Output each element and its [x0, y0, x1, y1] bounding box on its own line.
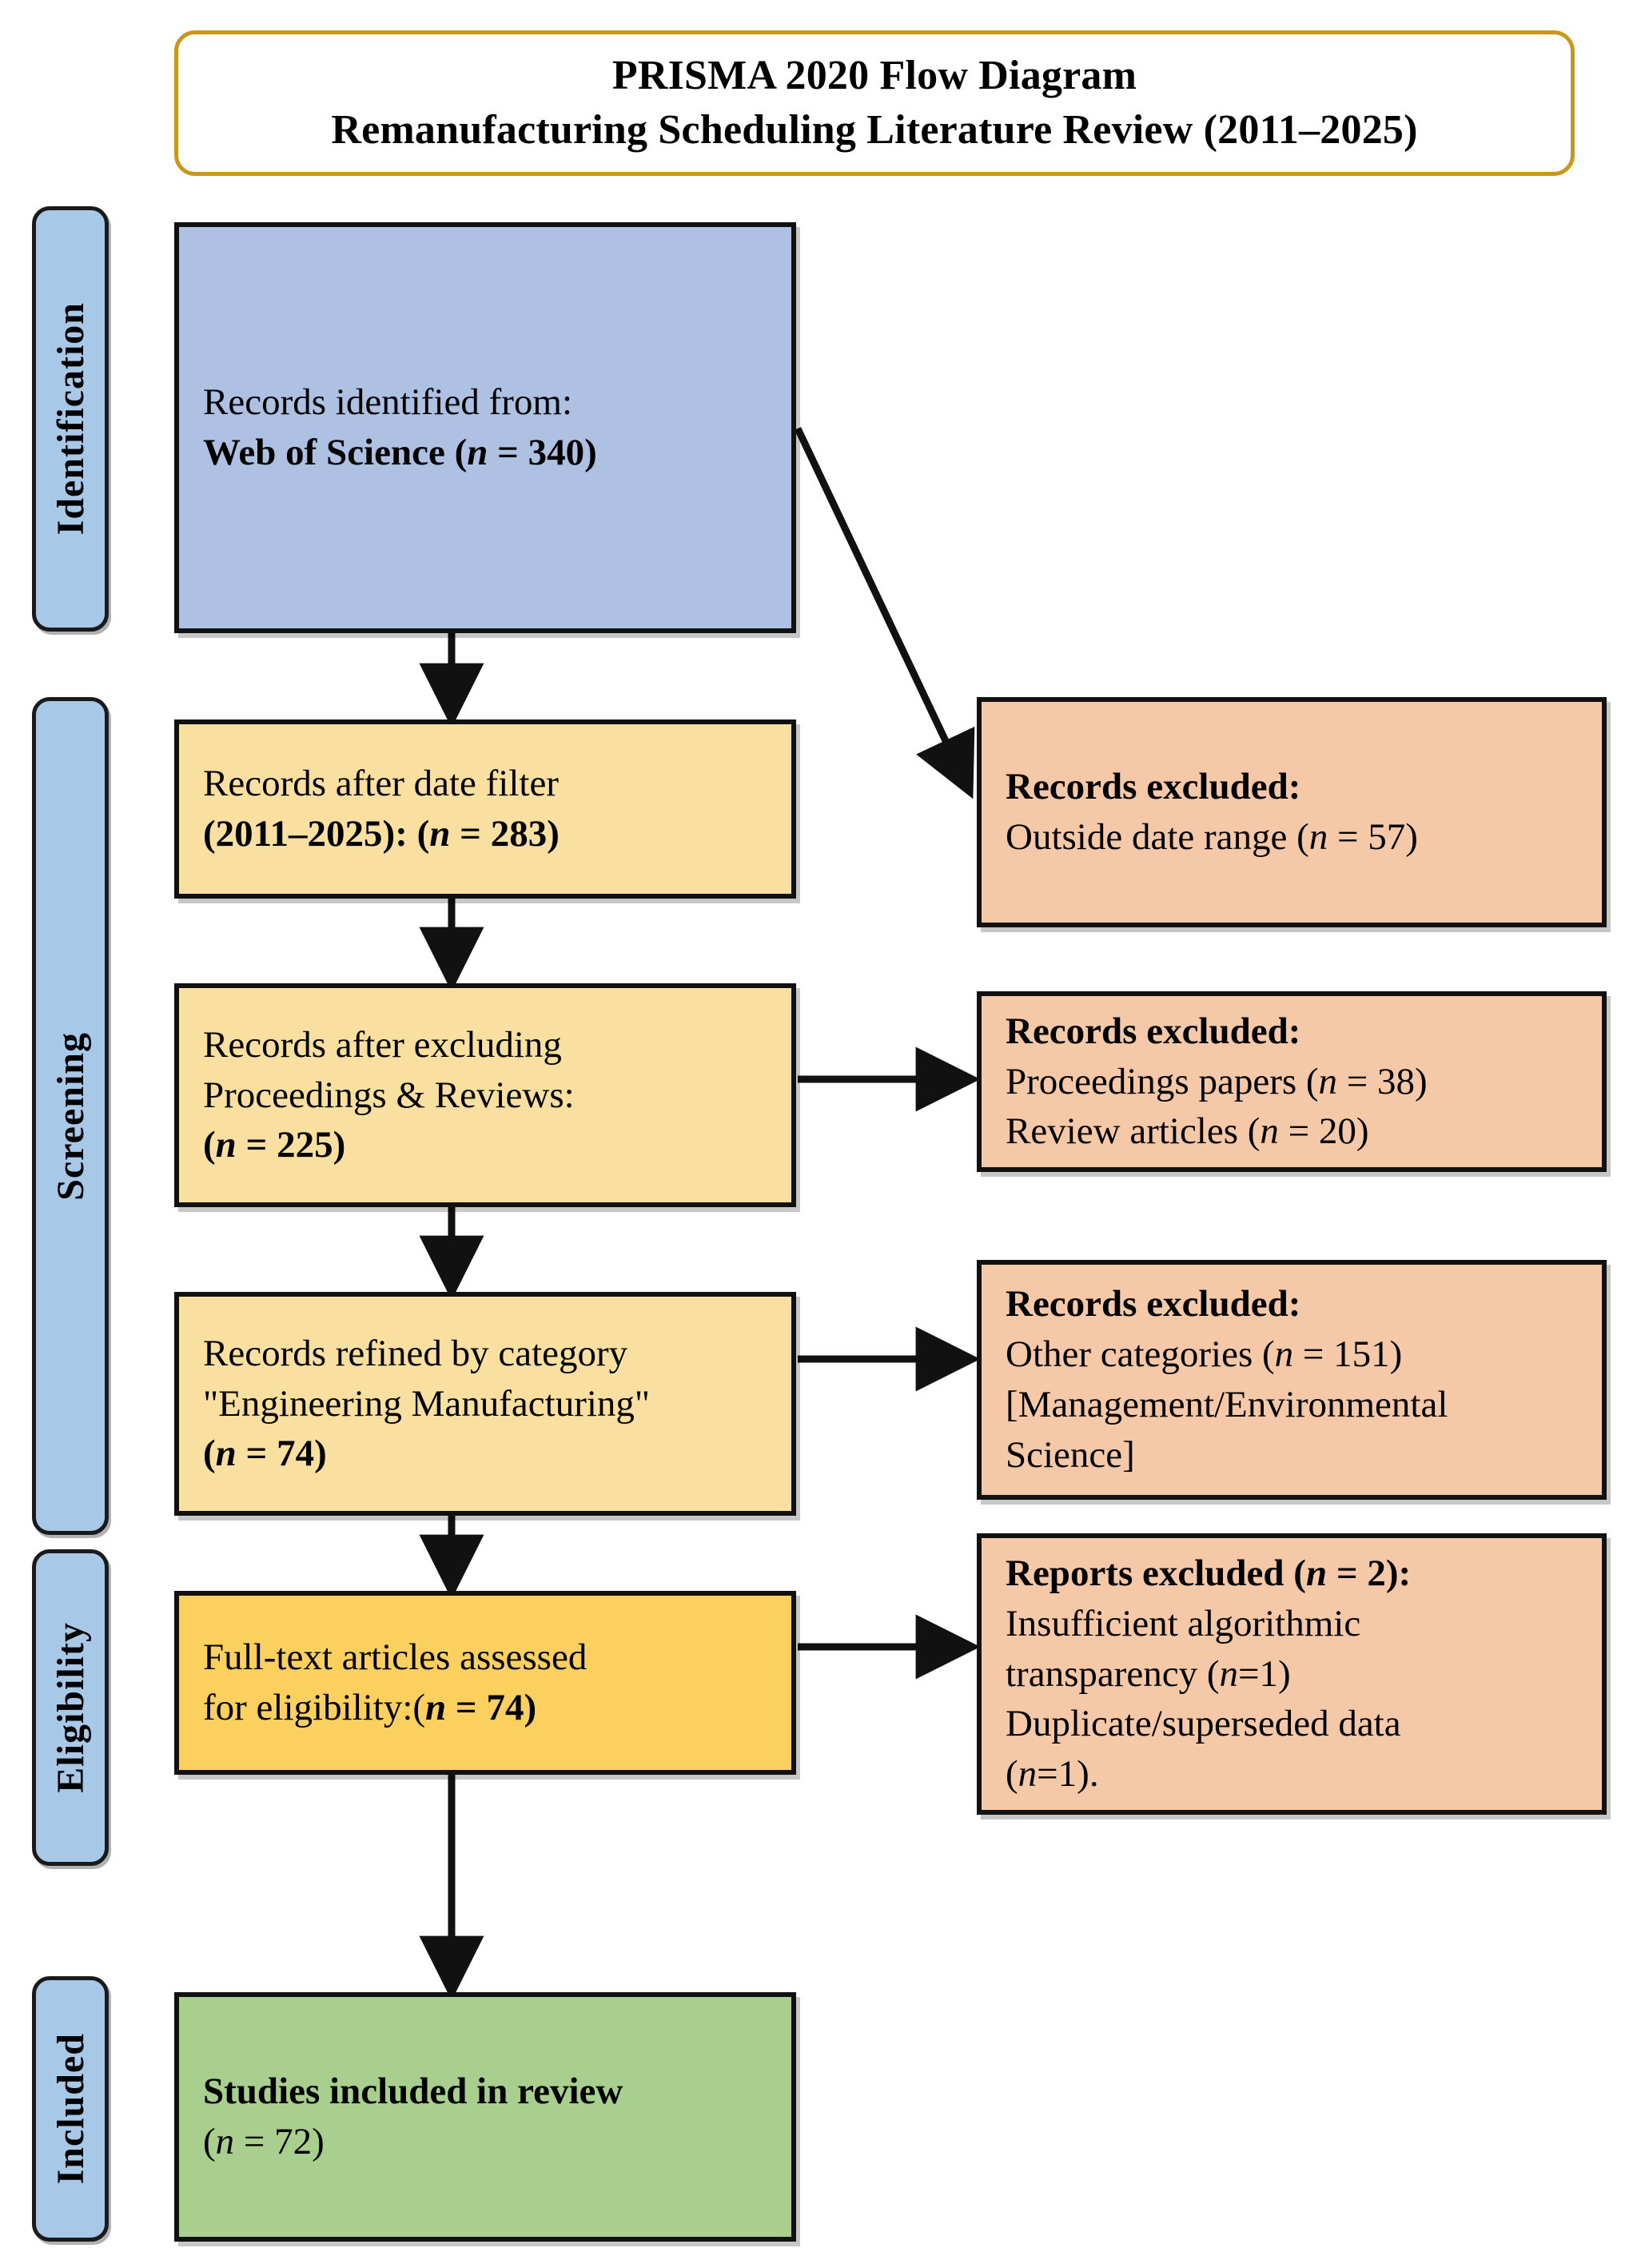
date-filter-line-2: (2011–2025): (n = 283) [203, 813, 560, 855]
title-line-1: PRISMA 2020 Flow Diagram [611, 53, 1137, 99]
reports-excluded-line-2: transparency (n=1) [1006, 1652, 1291, 1695]
date-filter-line-1: Records after date filter [203, 763, 559, 805]
excluded-category-line-1: Other categories (n = 151) [1006, 1333, 1403, 1376]
reports-excluded-heading: Reports excluded (n = 2): [1006, 1552, 1412, 1594]
arrow-identified-to-excluded-date [794, 427, 975, 799]
excluded-types-line-1: Proceedings papers (n = 38) [1006, 1060, 1428, 1102]
reports-excluded-line-4: (n=1). [1006, 1753, 1099, 1796]
excluded-types-line-2: Review articles (n = 20) [1006, 1110, 1369, 1153]
diagram-title-banner: PRISMA 2020 Flow Diagram Remanufacturing… [174, 30, 1575, 176]
stage-tab-included: Included [32, 1976, 109, 2242]
node-studies-included: Studies included in review (n = 72) [174, 1992, 796, 2242]
category-line-1: Records refined by category [203, 1332, 628, 1374]
excl-proc-rev-line-2: Proceedings & Reviews: [203, 1074, 575, 1116]
records-identified-line-1: Records identified from: [203, 381, 573, 424]
stage-label-eligibility: Eligibility [49, 1622, 92, 1793]
excluded-category-line-2: [Management/Environmental [1006, 1384, 1448, 1425]
node-records-identified: Records identified from: Web of Science … [174, 222, 796, 633]
stage-tab-eligibility: Eligibility [32, 1549, 109, 1866]
reports-excluded-line-3: Duplicate/superseded data [1006, 1703, 1401, 1745]
excluded-category-line-3: Science] [1006, 1433, 1135, 1476]
node-records-excluded-other-categories: Records excluded: Other categories (n = … [977, 1260, 1607, 1500]
node-fulltext-assessed: Full-text articles assessed for eligibil… [174, 1591, 796, 1775]
excluded-category-heading: Records excluded: [1006, 1283, 1301, 1325]
stage-tab-identification: Identification [32, 206, 109, 632]
node-records-refined-by-category: Records refined by category "Engineering… [174, 1292, 796, 1516]
node-records-after-excluding-proceedings-reviews: Records after excluding Proceedings & Re… [174, 983, 796, 1207]
reports-excluded-line-1: Insufficient algorithmic [1006, 1602, 1361, 1644]
included-line-1: Studies included in review [203, 2071, 623, 2113]
excluded-date-line-1: Outside date range (n = 57) [1006, 816, 1418, 858]
category-line-2: "Engineering Manufacturing" [203, 1382, 651, 1425]
node-records-excluded-date-range: Records excluded: Outside date range (n … [977, 697, 1607, 927]
node-records-after-date-filter: Records after date filter (2011–2025): (… [174, 719, 796, 899]
node-reports-excluded: Reports excluded (n = 2): Insufficient a… [977, 1533, 1607, 1815]
excl-proc-rev-line-3: (n = 225) [203, 1124, 346, 1166]
node-records-excluded-types: Records excluded: Proceedings papers (n … [977, 991, 1607, 1172]
fulltext-line-1: Full-text articles assessed [203, 1636, 587, 1679]
included-line-2: (n = 72) [203, 2121, 325, 2162]
stage-label-identification: Identification [49, 302, 92, 536]
records-identified-line-2: Web of Science (n = 340) [203, 432, 597, 473]
stage-tab-screening: Screening [32, 697, 109, 1535]
stage-label-included: Included [49, 2033, 92, 2185]
excluded-types-heading: Records excluded: [1006, 1010, 1301, 1052]
category-line-3: (n = 74) [203, 1433, 327, 1475]
stage-label-screening: Screening [49, 1031, 92, 1201]
title-line-2: Remanufacturing Scheduling Literature Re… [331, 107, 1418, 153]
excluded-date-heading: Records excluded: [1006, 766, 1301, 808]
excl-proc-rev-line-1: Records after excluding [203, 1023, 562, 1066]
fulltext-line-2: for eligibility:(n = 74) [203, 1687, 537, 1728]
